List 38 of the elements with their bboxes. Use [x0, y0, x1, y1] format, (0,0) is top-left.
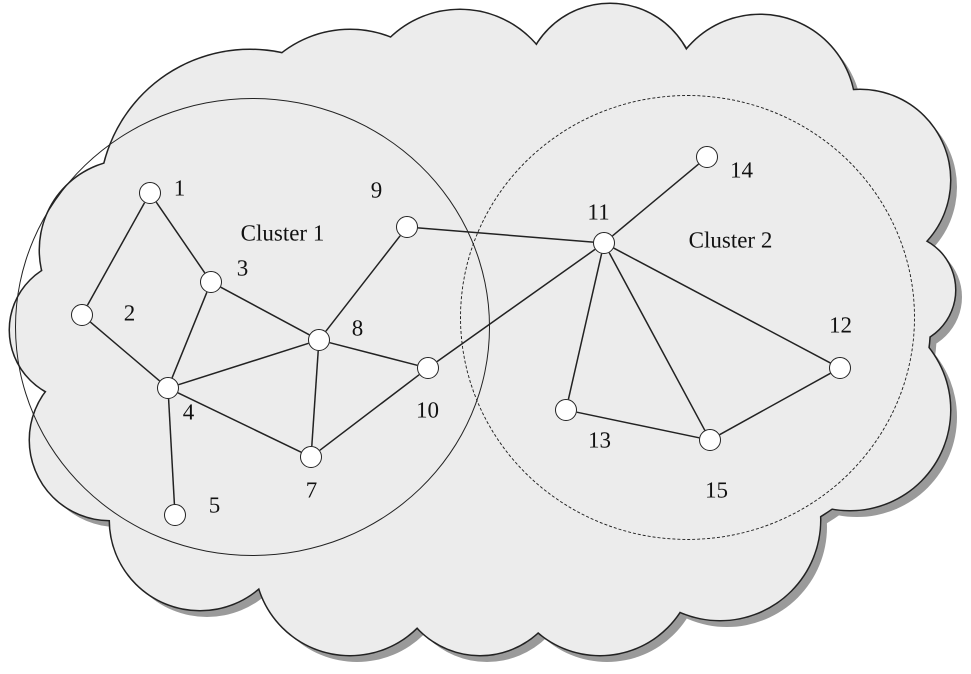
node-label: 1	[174, 176, 186, 199]
connector-line	[436, 248, 596, 362]
cluster-dashed-circle	[460, 95, 915, 540]
node-label: 11	[587, 200, 610, 223]
node-label: 2	[124, 301, 136, 324]
connector-line	[418, 227, 594, 243]
connector-line	[86, 202, 146, 306]
connector-line	[319, 374, 420, 451]
node-label: 13	[588, 428, 611, 451]
connector-line	[613, 247, 831, 364]
connector-line	[311, 350, 319, 446]
connector-line	[330, 342, 418, 366]
connector-line	[719, 372, 831, 436]
connector-line	[576, 411, 700, 439]
node-label: 10	[416, 398, 439, 421]
node-label: 14	[730, 158, 753, 181]
connector-line	[90, 322, 160, 382]
connector-line	[178, 392, 302, 453]
cluster-circle	[15, 98, 490, 556]
connector-line	[168, 398, 176, 504]
connector-line	[220, 286, 310, 336]
connector-line	[325, 235, 401, 332]
node-label: 15	[705, 478, 728, 501]
node-label: 4	[182, 400, 194, 423]
connector-line	[178, 342, 309, 386]
node-label: 8	[352, 316, 364, 339]
connector-line	[608, 252, 706, 431]
connector-line	[156, 202, 206, 274]
cluster-title: Cluster 2	[688, 228, 772, 251]
node-label: 5	[208, 493, 220, 516]
node-label: 7	[306, 478, 318, 501]
cluster-title: Cluster 1	[240, 221, 324, 244]
node-label: 9	[370, 178, 382, 201]
connector-line	[171, 292, 208, 378]
node-label: 3	[236, 256, 248, 279]
node-label: 12	[829, 313, 852, 336]
connector-line	[612, 164, 700, 236]
connector-line	[568, 254, 602, 400]
